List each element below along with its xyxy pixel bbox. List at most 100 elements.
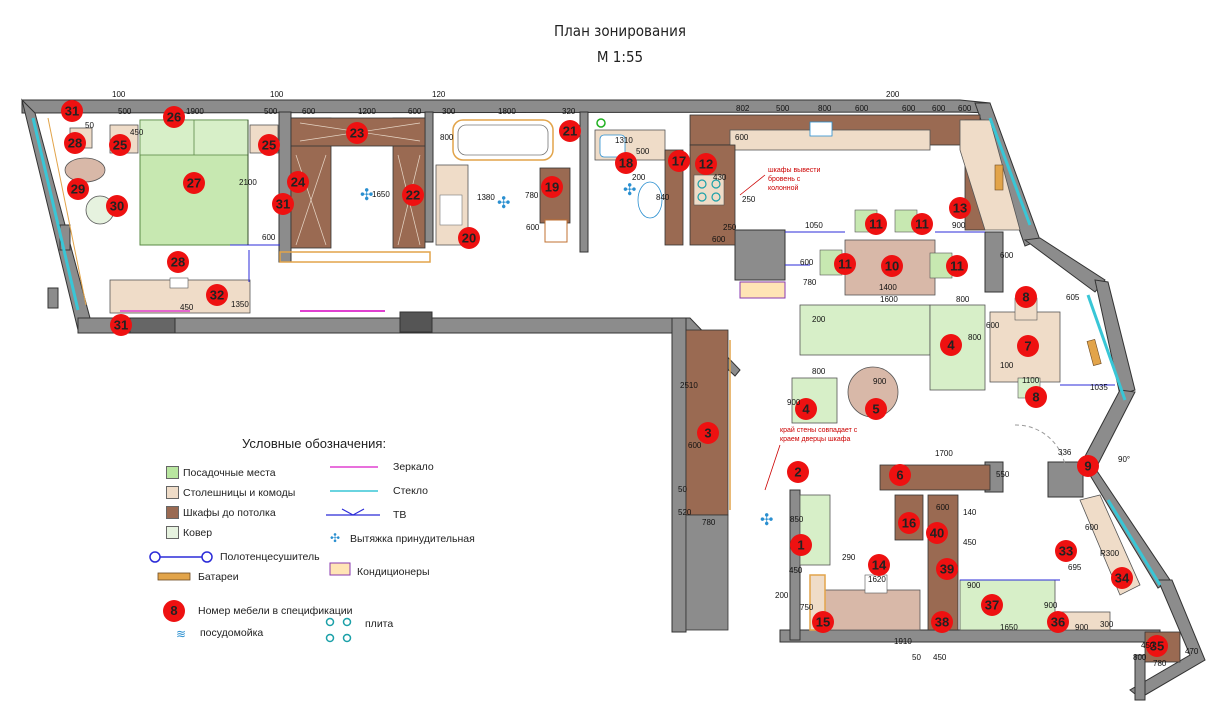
- furniture-marker: 10: [881, 255, 903, 277]
- dimension-label: 1035: [1090, 383, 1108, 392]
- legend-symbols: ✣ ≋: [149, 466, 380, 643]
- dimension-label: 290: [842, 553, 856, 562]
- furniture-number: 14: [872, 558, 887, 573]
- furniture-number: 1: [797, 538, 804, 553]
- furniture-marker: 27: [183, 172, 205, 194]
- dimension-label: 605: [1066, 293, 1080, 302]
- dimension-label: R300: [1100, 549, 1120, 558]
- furniture-marker: 24: [287, 171, 309, 193]
- dimension-label: 1900: [186, 107, 204, 116]
- furniture-number: 17: [672, 154, 686, 169]
- dimension-label: 550: [996, 470, 1010, 479]
- furniture-number: 2: [794, 465, 801, 480]
- furniture-number: 7: [1024, 339, 1031, 354]
- furniture-marker: 9: [1077, 455, 1099, 477]
- dimension-label: 300: [1100, 620, 1114, 629]
- exhaust-fan-icon: ✣: [360, 187, 373, 204]
- dimension-label: 200: [775, 591, 789, 600]
- plan-scale: М 1:55: [596, 48, 644, 66]
- furniture-number: 10: [885, 259, 899, 274]
- dimension-label: 1600: [880, 295, 898, 304]
- furniture-marker: 11: [946, 255, 968, 277]
- dimension-label: 1350: [231, 300, 249, 309]
- dimension-label: 50: [912, 653, 921, 662]
- dimension-label: 320: [562, 107, 576, 116]
- legend-seating: Посадочные места: [183, 467, 276, 479]
- legend-towel-dryer: Полотенцесушитель: [220, 551, 320, 563]
- furniture-number: 22: [406, 188, 420, 203]
- furniture-number: 13: [953, 201, 967, 216]
- dimension-label: 800: [440, 133, 454, 142]
- furniture-marker: 40: [926, 522, 948, 544]
- dimension-label: 450: [1141, 641, 1155, 650]
- dimension-label: 800: [968, 333, 982, 342]
- furniture-marker: 35: [1146, 635, 1168, 657]
- furniture-marker: 22: [402, 184, 424, 206]
- furniture-marker: 25: [258, 134, 280, 156]
- dimension-label: 520: [678, 508, 692, 517]
- dimension-label: 1650: [372, 190, 390, 199]
- furniture-number: 21: [563, 124, 577, 139]
- furniture-marker: 18: [615, 152, 637, 174]
- dimension-label: 140: [963, 508, 977, 517]
- furniture-marker: 1: [790, 534, 812, 556]
- dimension-label: 900: [952, 221, 966, 230]
- furniture-marker: 31: [61, 100, 83, 122]
- furniture-number: 29: [71, 182, 85, 197]
- svg-text:бровень с: бровень с: [768, 175, 801, 183]
- furniture-number: 5: [872, 402, 879, 417]
- furniture-number: 31: [65, 104, 79, 119]
- exhaust-fan-icon: ✣: [497, 195, 510, 212]
- furniture-number: 39: [940, 562, 954, 577]
- dimension-label: 1800: [498, 107, 516, 116]
- dimension-label: 2100: [239, 178, 257, 187]
- furniture-number: 32: [210, 288, 224, 303]
- legend-exhaust: Вытяжка принудительная: [350, 533, 475, 545]
- dimension-label: 600: [688, 441, 702, 450]
- furniture-number: 31: [276, 197, 290, 212]
- dimension-label: 1620: [868, 575, 886, 584]
- dimension-label: 100: [270, 90, 284, 99]
- dimension-label: 200: [632, 173, 646, 182]
- legend-tv: ТВ: [393, 509, 407, 521]
- dimension-label: 900: [787, 398, 801, 407]
- furniture-number: 19: [545, 180, 559, 195]
- dimension-label: 600: [932, 104, 946, 113]
- furniture-number: 15: [816, 615, 830, 630]
- stove-icon: [325, 617, 352, 643]
- svg-text:краем дверцы шкафа: краем дверцы шкафа: [780, 436, 850, 443]
- furniture-number: 31: [114, 318, 128, 333]
- plan-title: План зонирования: [554, 22, 686, 40]
- dimension-label: 750: [800, 603, 814, 612]
- dimension-label: 100: [1000, 361, 1014, 370]
- furniture-marker: 21: [559, 120, 581, 142]
- dimension-label: 450: [130, 128, 144, 137]
- dimension-label: 780: [803, 278, 817, 287]
- dimension-label: 850: [790, 515, 804, 524]
- dimension-label: 430: [713, 173, 727, 182]
- dimension-label: 300: [442, 107, 456, 116]
- svg-text:край стены совпадает с: край стены совпадает с: [780, 426, 858, 434]
- furniture-number: 3: [704, 426, 711, 441]
- furniture-number: 27: [187, 176, 201, 191]
- legend-glass: Стекло: [393, 485, 428, 497]
- dimension-label: 600: [302, 107, 316, 116]
- furniture-number: 28: [68, 136, 82, 151]
- dimension-label: 200: [812, 315, 826, 324]
- legend-air-conditioners: Кондиционеры: [357, 566, 430, 578]
- furniture-number: 11: [869, 217, 883, 232]
- dimension-label: 600: [902, 104, 916, 113]
- furniture-number: 23: [350, 126, 364, 141]
- legend-countertops: Столешницы и комоды: [183, 487, 296, 499]
- radiator-symbol: [157, 572, 191, 581]
- furniture-number: 8: [1022, 290, 1029, 305]
- dimension-label: 50: [85, 121, 94, 130]
- dimension-label: 1400: [879, 283, 897, 292]
- dimension-label: 100: [112, 90, 126, 99]
- legend-heading: Условные обозначения:: [242, 436, 387, 451]
- furniture-number: 6: [896, 468, 903, 483]
- dimension-label: 1200: [358, 107, 376, 116]
- dimension-label: 600: [800, 258, 814, 267]
